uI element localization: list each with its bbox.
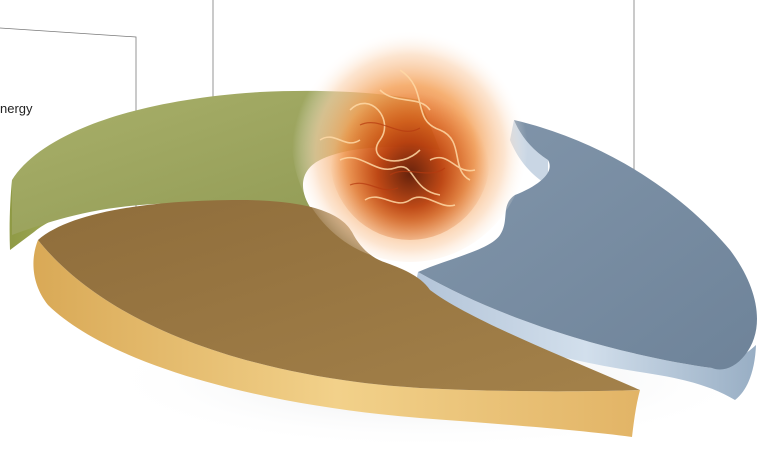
fire-icon [292, 18, 528, 262]
callout-label: nergy [0, 101, 33, 117]
